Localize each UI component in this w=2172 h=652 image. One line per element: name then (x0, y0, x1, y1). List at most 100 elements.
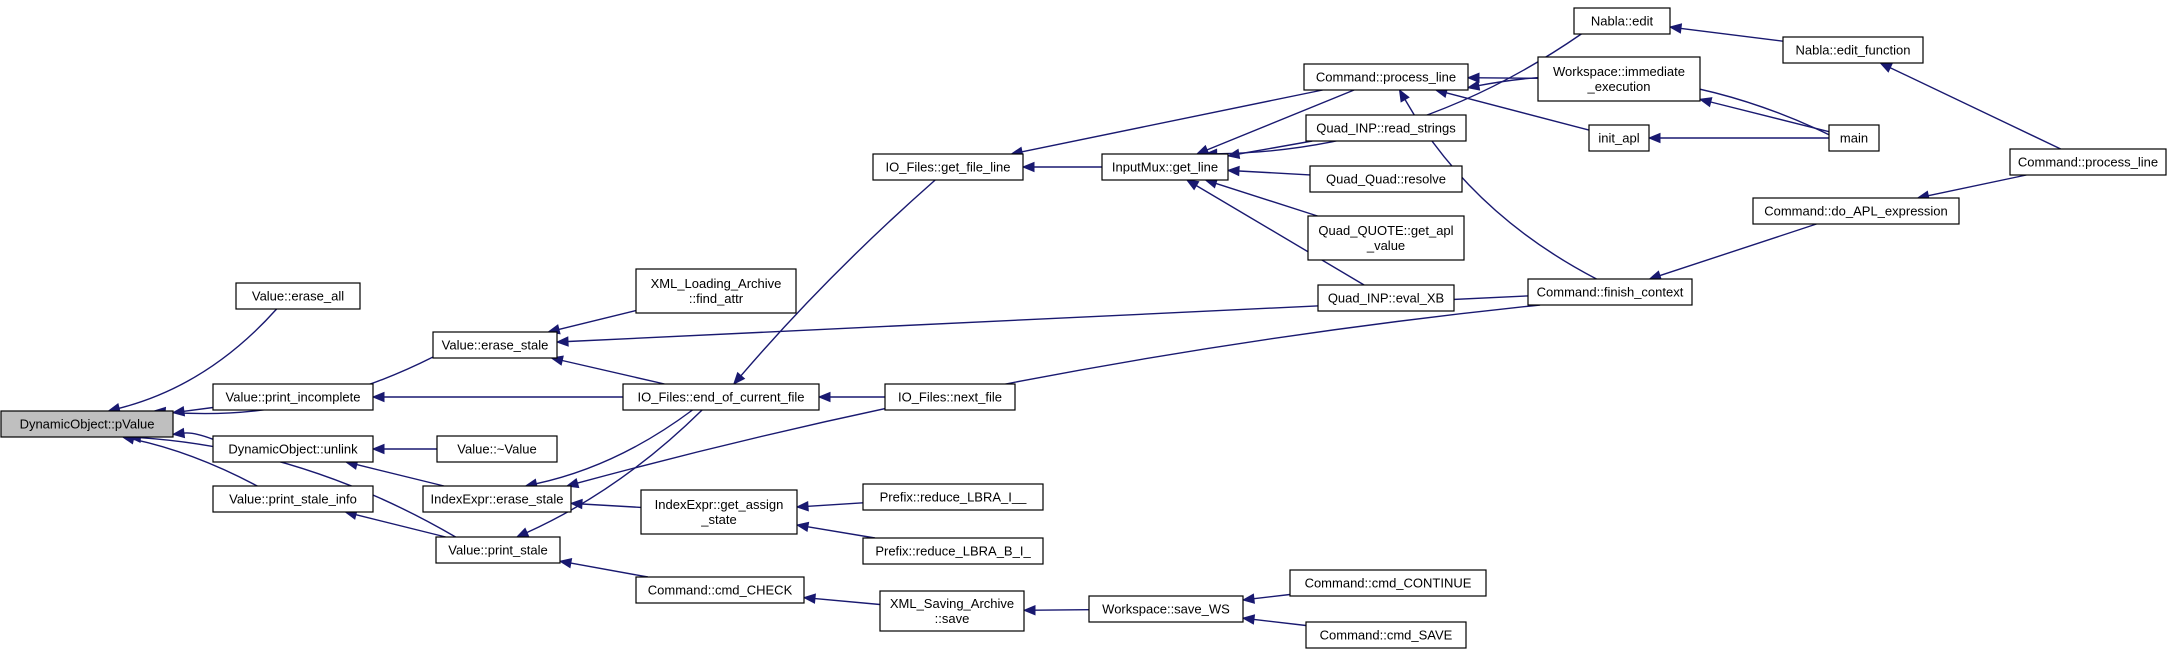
node-box (1537, 56, 1701, 102)
node-cmd-save[interactable]: Command::cmd_SAVE (1305, 621, 1467, 649)
edge-io-get-file-line-to-io-end-of-file (740, 179, 936, 377)
node-box (1752, 197, 1960, 225)
node-label: Quad_Quad::resolve (1326, 172, 1446, 187)
node-box (235, 282, 361, 310)
arrowhead (732, 371, 746, 386)
arrowhead (371, 391, 385, 403)
arrowhead (1398, 88, 1410, 103)
node-label: XML_Saving_Archive (890, 596, 1014, 611)
edge-value-print-stale-info-to-dyn-pvalue (133, 438, 258, 487)
node-xml-save[interactable]: XML_Saving_Archive::save (879, 590, 1025, 632)
edge-xml-find-attr-to-value-erase-stale (558, 309, 637, 331)
arrowhead (802, 593, 816, 604)
node-value-print-stale[interactable]: Value::print_stale (435, 536, 561, 564)
node-nabla-edit[interactable]: Nabla::edit (1573, 7, 1671, 35)
edge-indexexpr-erase-stale-to-dyn-unlink (356, 463, 445, 487)
node-label: Nabla::edit (1591, 14, 1654, 29)
node-cmd-process-line2[interactable]: Command::process_line (2009, 148, 2167, 176)
edge-cmd-continue-to-ws-save-ws (1253, 593, 1291, 600)
node-quad-quote-get[interactable]: Quad_QUOTE::get_apl_value (1307, 215, 1465, 261)
edge-cmd-save-to-ws-save-ws (1253, 618, 1307, 627)
arrowhead (515, 527, 530, 538)
node-cmd-finish-context[interactable]: Command::finish_context (1527, 278, 1693, 306)
node-box (884, 383, 1016, 411)
node-label: Quad_INP::read_strings (1316, 121, 1456, 136)
node-main[interactable]: main (1828, 124, 1880, 152)
node-box (1307, 215, 1465, 261)
node-prefix-lbra-b[interactable]: Prefix::reduce_LBRA_B_I_ (862, 537, 1044, 565)
node-label: Command::process_line (2018, 155, 2158, 170)
node-box (862, 537, 1044, 565)
node-label: Prefix::reduce_LBRA_I__ (880, 490, 1027, 505)
node-io-end-of-file[interactable]: IO_Files::end_of_current_file (622, 383, 820, 411)
node-value-dtor[interactable]: Value::~Value (436, 435, 558, 463)
node-io-next-file[interactable]: IO_Files::next_file (884, 383, 1016, 411)
arrowhead (1466, 72, 1480, 84)
call-nodes: DynamicObject::pValue Value::erase_allVal… (0, 7, 2167, 649)
node-box (635, 268, 797, 314)
arrowhead (1021, 161, 1035, 173)
node-quad-inp-read[interactable]: Quad_INP::read_strings (1305, 114, 1467, 142)
node-box (1828, 124, 1880, 152)
node-label: Command::cmd_CHECK (648, 583, 793, 598)
edge-value-print-incomplete-to-dyn-pvalue (183, 406, 214, 412)
node-inputmux-get-line[interactable]: InputMux::get_line (1101, 153, 1229, 181)
node-quad-inp-eval[interactable]: Quad_INP::eval_XB (1317, 284, 1455, 312)
node-box (432, 331, 558, 359)
node-label: IO_Files::end_of_current_file (638, 390, 805, 405)
node-box (422, 485, 572, 513)
node-box (1305, 621, 1467, 649)
node-value-erase-stale[interactable]: Value::erase_stale (432, 331, 558, 359)
node-label: Command::process_line (1316, 70, 1456, 85)
node-value-erase-all[interactable]: Value::erase_all (235, 282, 361, 310)
node-xml-find-attr[interactable]: XML_Loading_Archive::find_attr (635, 268, 797, 314)
node-init-apl[interactable]: init_apl (1588, 124, 1650, 152)
node-box (212, 485, 374, 513)
node-cmd-continue[interactable]: Command::cmd_CONTINUE (1289, 569, 1487, 597)
node-cmd-do-apl[interactable]: Command::do_APL_expression (1752, 197, 1960, 225)
node-label: Workspace::immediate (1553, 64, 1685, 79)
node-dyn-unlink[interactable]: DynamicObject::unlink (212, 435, 374, 463)
node-quad-quad-resolve[interactable]: Quad_Quad::resolve (1309, 165, 1463, 193)
node-ws-immediate[interactable]: Workspace::immediate_execution (1537, 56, 1701, 102)
node-nabla-edit-function[interactable]: Nabla::edit_function (1782, 36, 1924, 64)
node-label: _execution (1587, 79, 1651, 94)
node-box (1305, 114, 1467, 142)
node-label: main (1840, 131, 1868, 146)
edge-value-erase-all-to-dyn-pvalue (118, 308, 278, 409)
node-ws-save-ws[interactable]: Workspace::save_WS (1088, 595, 1244, 623)
node-dyn-pvalue[interactable]: DynamicObject::pValue (0, 410, 174, 438)
node-box (212, 383, 374, 411)
node-indexexpr-get-assign[interactable]: IndexExpr::get_assign_state (640, 489, 798, 535)
node-box (1101, 153, 1229, 181)
node-io-get-file-line[interactable]: IO_Files::get_file_line (872, 153, 1024, 181)
node-cmd-process-line[interactable]: Command::process_line (1303, 63, 1469, 91)
edge-cmd-process-line2-to-nabla-edit-function (1889, 67, 2062, 150)
node-box (1588, 124, 1650, 152)
call-edges (107, 23, 2062, 627)
node-label: IndexExpr::get_assign (655, 497, 784, 512)
node-box (1289, 569, 1487, 597)
arrowhead (1466, 80, 1481, 91)
edge-cmd-process-line-to-inputmux-get-line (1206, 89, 1355, 151)
edge-nabla-edit-function-to-nabla-edit (1680, 27, 1784, 42)
node-indexexpr-erase-stale[interactable]: IndexExpr::erase_stale (422, 485, 572, 513)
node-cmd-check[interactable]: Command::cmd_CHECK (635, 576, 805, 604)
node-value-print-incomplete[interactable]: Value::print_incomplete (212, 383, 374, 411)
node-value-print-stale-info[interactable]: Value::print_stale_info (212, 485, 374, 513)
node-label: Value::print_stale (448, 543, 548, 558)
edge-quad-quad-resolve-to-inputmux-get-line (1238, 170, 1311, 176)
edge-io-end-of-file-to-indexexpr-erase-stale (536, 409, 693, 485)
edge-quad-inp-eval-to-inputmux-get-line (1196, 184, 1365, 286)
edge-cmd-check-to-value-print-stale (570, 562, 649, 578)
arrowhead (371, 443, 385, 455)
node-label: ::find_attr (689, 291, 744, 306)
edge-cmd-do-apl-to-cmd-finish-context (1659, 223, 1817, 277)
node-box (635, 576, 805, 604)
node-label: Prefix::reduce_LBRA_B_I_ (875, 544, 1031, 559)
node-label: Value::erase_stale (442, 338, 549, 353)
node-label: Value::~Value (457, 442, 536, 457)
node-prefix-lbra-i[interactable]: Prefix::reduce_LBRA_I__ (862, 483, 1044, 511)
edge-init-apl-to-cmd-process-line (1446, 92, 1590, 131)
